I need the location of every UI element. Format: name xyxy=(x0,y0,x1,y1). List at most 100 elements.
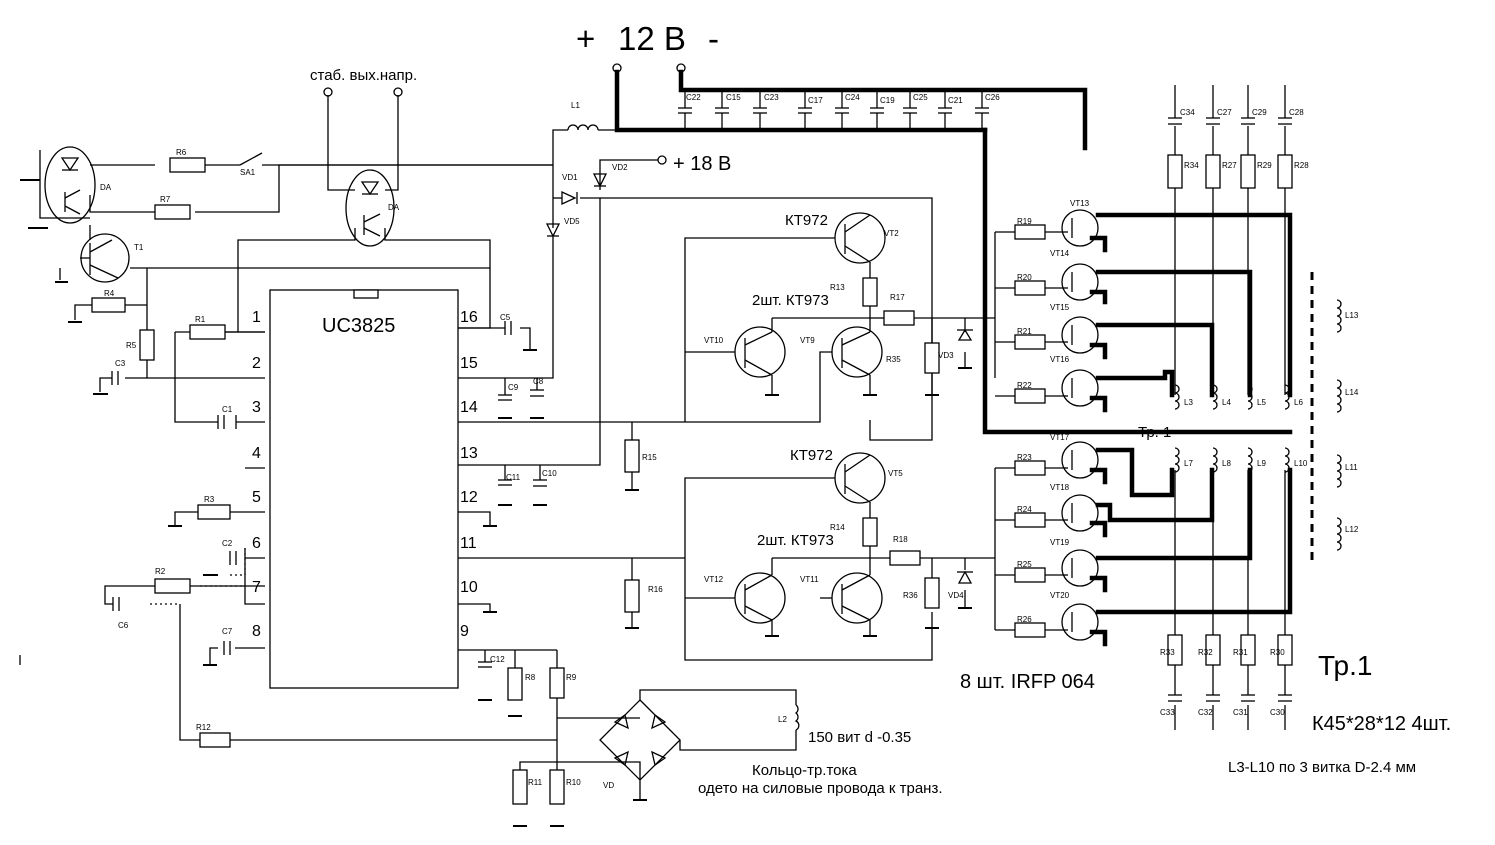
pin-label: 1 xyxy=(252,309,261,326)
ref-label: VD2 xyxy=(612,163,628,172)
ct-line1: Кольцо-тр.тока xyxy=(752,762,857,779)
pin-label: 6 xyxy=(252,535,261,552)
ref-label: C30 xyxy=(1270,708,1285,717)
ref-label: R8 xyxy=(525,673,536,682)
wiring xyxy=(19,85,1286,800)
ref-label: R31 xyxy=(1233,648,1248,657)
ref-label: C7 xyxy=(222,627,233,636)
pin-label: 12 xyxy=(460,489,478,506)
ic-label: UC3825 xyxy=(322,315,395,337)
ref-label: R18 xyxy=(893,535,908,544)
ref-label: C12 xyxy=(490,655,505,664)
ref-label: R27 xyxy=(1222,161,1237,170)
ref-label: R14 xyxy=(830,523,845,532)
pin-label: 11 xyxy=(460,535,477,552)
ref-label: C32 xyxy=(1198,708,1213,717)
ref-label: R19 xyxy=(1017,217,1032,226)
ref-label: VT2 xyxy=(884,229,899,238)
pin-label: 14 xyxy=(460,399,478,416)
ref-label: C1 xyxy=(222,405,233,414)
ref-label: R36 xyxy=(903,591,918,600)
ref-label: C9 xyxy=(508,383,519,392)
ref-label: VD xyxy=(603,781,614,790)
pin-label: 7 xyxy=(252,579,261,596)
pin-label: 3 xyxy=(252,399,261,416)
mosfet-note: 8 шт. IRFP 064 xyxy=(960,671,1095,693)
pin-label: 10 xyxy=(460,579,478,596)
ref-label: L12 xyxy=(1345,525,1359,534)
ref-label: DA xyxy=(100,183,112,192)
ref-label: C10 xyxy=(542,469,557,478)
ref-label: VT17 xyxy=(1050,433,1070,442)
core-note: К45*28*12 4шт. xyxy=(1312,713,1451,735)
capacitors xyxy=(111,117,1292,702)
ref-label: L13 xyxy=(1345,311,1359,320)
ref-label: R6 xyxy=(176,148,187,157)
ref-label: L8 xyxy=(1222,459,1231,468)
ground-symbols xyxy=(20,179,972,827)
ref-label: C34 xyxy=(1180,108,1195,117)
pin-label: 2 xyxy=(252,355,261,372)
ref-label: R25 xyxy=(1017,560,1032,569)
ref-label: T1 xyxy=(134,243,144,252)
pin-label: 13 xyxy=(460,445,478,462)
ref-label: R24 xyxy=(1017,505,1032,514)
pin-label: 9 xyxy=(460,623,469,640)
ref-label: C24 xyxy=(845,93,860,102)
ref-label: R11 xyxy=(528,778,543,787)
terminals xyxy=(323,63,686,165)
ref-label: C19 xyxy=(880,96,895,105)
resistors xyxy=(91,154,1293,805)
ref-label: L7 xyxy=(1184,459,1193,468)
ref-label: C8 xyxy=(533,377,544,386)
windings-note: L3-L10 по 3 витка D-2.4 мм xyxy=(1228,759,1416,776)
ref-label: VT16 xyxy=(1050,355,1070,364)
ref-label: C2 xyxy=(222,539,233,548)
ref-label: C33 xyxy=(1160,708,1175,717)
ref-label: VD4 xyxy=(948,591,964,600)
ref-label: C25 xyxy=(913,93,928,102)
kt973-bottom: 2шт. КТ973 xyxy=(757,532,834,549)
ref-label: R1 xyxy=(195,315,206,324)
ref-label: VT12 xyxy=(704,575,724,584)
ref-label: VT19 xyxy=(1050,538,1070,547)
ref-label: R16 xyxy=(648,585,663,594)
reference-designators: R6 R7 R4 R1 R5 C3 C1 R3 C2 R2 C6 C7 R12 … xyxy=(100,93,1359,790)
ref-label: C28 xyxy=(1289,108,1304,117)
ref-label: L5 xyxy=(1257,398,1266,407)
ref-label: R15 xyxy=(642,453,657,462)
ref-label: L4 xyxy=(1222,398,1231,407)
ct-line2: одето на силовые провода к транз. xyxy=(698,780,943,797)
ref-label: R22 xyxy=(1017,381,1032,390)
l2-turns: 150 вит d -0.35 xyxy=(808,729,911,746)
transformer-label-small: Тр. 1 xyxy=(1138,424,1171,441)
ref-label: R4 xyxy=(104,289,115,298)
ref-label: R12 xyxy=(196,723,211,732)
ref-label: R21 xyxy=(1017,327,1032,336)
kt973-top: 2шт. КТ973 xyxy=(752,292,829,309)
ref-label: C3 xyxy=(115,359,126,368)
ref-label: R7 xyxy=(160,195,171,204)
diodes xyxy=(44,146,973,781)
ref-label: R2 xyxy=(155,567,166,576)
ref-label: C11 xyxy=(506,473,521,482)
ref-label: R28 xyxy=(1294,161,1309,170)
ref-label: DA xyxy=(388,203,400,212)
pin-label: 15 xyxy=(460,355,478,372)
ref-label: VT13 xyxy=(1070,199,1090,208)
supply-plus: + xyxy=(576,20,595,57)
pin-label: 8 xyxy=(252,623,261,640)
ref-label: VT18 xyxy=(1050,483,1070,492)
ref-label: L14 xyxy=(1345,388,1359,397)
ref-label: R32 xyxy=(1198,648,1213,657)
ref-label: R35 xyxy=(886,355,901,364)
ref-label: C26 xyxy=(985,93,1000,102)
kt972-bottom: КТ972 xyxy=(790,447,833,464)
ref-label: C5 xyxy=(500,313,511,322)
ref-label: VT14 xyxy=(1050,249,1070,258)
ref-label: VD1 xyxy=(562,173,578,182)
transistors xyxy=(80,209,1099,641)
ref-label: SA1 xyxy=(240,168,256,177)
ref-label: R30 xyxy=(1270,648,1285,657)
